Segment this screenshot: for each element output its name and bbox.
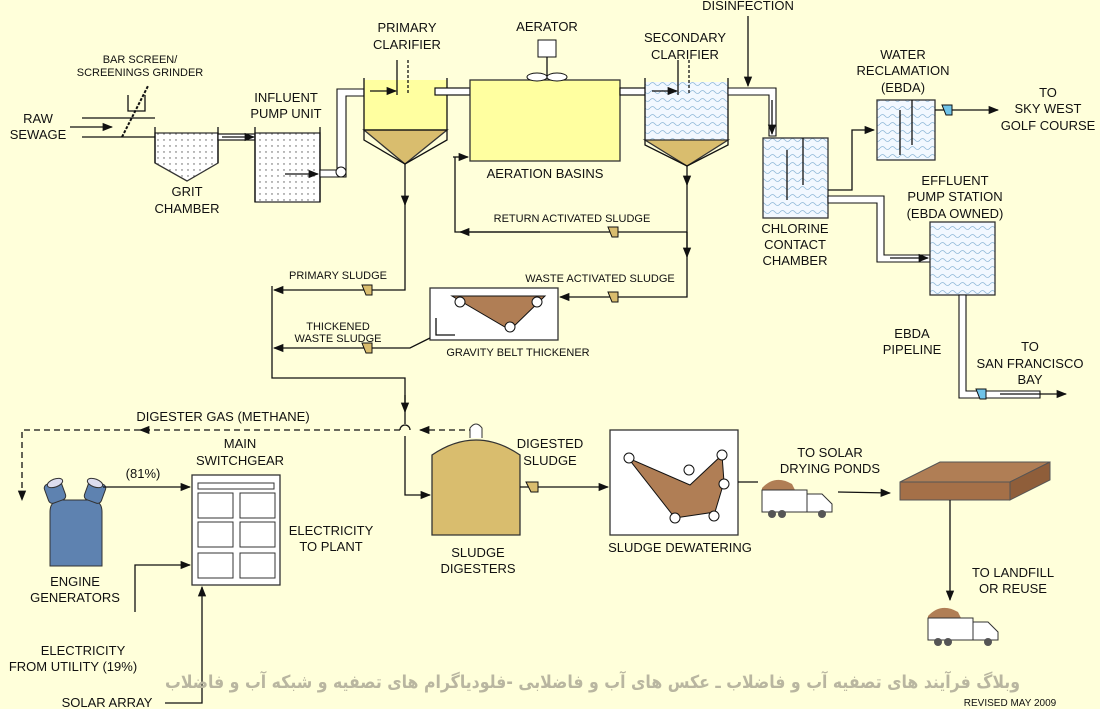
- pipe: [727, 87, 777, 137]
- primary-clarifier-label: PRIMARY: [378, 20, 437, 35]
- influent-pump-label: INFLUENT: [254, 90, 318, 105]
- truck-icon: [761, 479, 833, 518]
- pump-icon: [361, 284, 373, 296]
- pipe: [958, 294, 1041, 399]
- electricity-utility-label-2: FROM UTILITY (19%): [9, 659, 137, 674]
- aerator: AERATOR: [516, 19, 578, 82]
- ebda-pipeline-label: EBDA: [894, 326, 930, 341]
- influent-pump-unit: INFLUENT PUMP UNIT: [250, 90, 322, 203]
- pump-icon: [361, 342, 373, 354]
- thickened-sludge-label-2: WASTE SLUDGE: [295, 333, 382, 345]
- waste-sludge-label: WASTE ACTIVATED SLUDGE: [525, 273, 675, 285]
- electricity-utility-label: ELECTRICITY: [41, 643, 126, 658]
- effluent-pump-label-2: PUMP STATION: [907, 189, 1002, 204]
- truck-icon: [927, 607, 999, 646]
- bar-screen: BAR SCREEN/ SCREENINGS GRINDER: [77, 54, 204, 138]
- influent-pump-label-2: PUMP UNIT: [250, 106, 321, 121]
- bar-screen-label: BAR SCREEN/: [103, 54, 179, 66]
- engine-generators-label: ENGINE: [50, 574, 100, 589]
- pump-icon: [607, 226, 619, 238]
- aeration-basins-label: AERATION BASINS: [487, 166, 604, 181]
- secondary-clarifier-label: SECONDARY: [644, 30, 726, 45]
- electricity-plant-label: ELECTRICITY: [289, 523, 374, 538]
- disinfection-label: DISINFECTION: [702, 0, 794, 13]
- sky-west-label-2: SKY WEST: [1015, 101, 1082, 116]
- pump-icon: [941, 104, 953, 116]
- sky-west-label-3: GOLF COURSE: [1001, 118, 1096, 133]
- landfill-label: TO LANDFILL: [972, 565, 1054, 580]
- electricity-plant-label-2: TO PLANT: [299, 539, 362, 554]
- digested-sludge-label: DIGESTED: [517, 436, 583, 451]
- main-switchgear: MAIN SWITCHGEAR: [191, 436, 284, 586]
- water-reclamation-label: WATER: [880, 47, 926, 62]
- sludge-digesters-label-2: DIGESTERS: [440, 561, 515, 576]
- main-switchgear-label-2: SWITCHGEAR: [196, 453, 284, 468]
- solar-drying-label-2: DRYING PONDS: [780, 461, 880, 476]
- solar-drying-pond: [899, 461, 1051, 501]
- engine-generators: ENGINE GENERATORS: [30, 477, 120, 605]
- effluent-pump-label-3: (EBDA OWNED): [907, 206, 1004, 221]
- main-switchgear-label: MAIN: [224, 436, 257, 451]
- sludge-dewatering-label: SLUDGE DEWATERING: [608, 540, 752, 555]
- sf-bay-label-3: BAY: [1017, 372, 1042, 387]
- sky-west-label: TO: [1039, 85, 1057, 100]
- thickened-sludge-label: THICKENED: [306, 321, 370, 333]
- effluent-pump-label: EFFLUENT: [921, 173, 988, 188]
- return-sludge-label: RETURN ACTIVATED SLUDGE: [494, 213, 651, 225]
- primary-sludge-label: PRIMARY SLUDGE: [289, 270, 387, 282]
- secondary-clarifier-label-2: CLARIFIER: [651, 47, 719, 62]
- generator-share-label: (81%): [126, 466, 161, 481]
- watermark: وبلاگ فرآیند های تصفیه آب و فاضلاب ـ عکس…: [165, 670, 1020, 693]
- raw-sewage-label-2: SEWAGE: [10, 127, 67, 142]
- pump-icon: [975, 388, 987, 400]
- pipe: [319, 88, 365, 178]
- aeration-basins: AERATION BASINS: [469, 79, 621, 181]
- sludge-dewatering: SLUDGE DEWATERING: [608, 429, 752, 555]
- ebda-pipeline-label-2: PIPELINE: [883, 342, 942, 357]
- water-reclamation: WATER RECLAMATION (EBDA): [857, 47, 950, 161]
- effluent-pump-station: EFFLUENT PUMP STATION (EBDA OWNED): [907, 173, 1004, 296]
- grit-chamber: GRIT CHAMBER: [154, 127, 220, 216]
- grit-chamber-label: GRIT: [171, 184, 202, 199]
- raw-sewage-label: RAW: [23, 111, 54, 126]
- aerator-label: AERATOR: [516, 19, 578, 34]
- pump-icon: [525, 481, 539, 493]
- digested-sludge-label-2: SLUDGE: [523, 453, 577, 468]
- sludge-digesters-label: SLUDGE: [451, 545, 505, 560]
- grit-chamber-label-2: CHAMBER: [154, 201, 219, 216]
- gravity-belt-label: GRAVITY BELT THICKENER: [446, 347, 589, 359]
- chlorine-contact-chamber: CHLORINE CONTACT CHAMBER: [761, 137, 829, 268]
- raw-sewage-inlet: RAW SEWAGE: [10, 111, 155, 142]
- solar-array-label: SOLAR ARRAY: [62, 695, 153, 709]
- sf-bay-label-2: SAN FRANCISCO: [977, 356, 1084, 371]
- sludge-digesters: SLUDGE DIGESTERS: [431, 423, 521, 576]
- revision-date: REVISED MAY 2009: [964, 698, 1057, 709]
- engine-generators-label-2: GENERATORS: [30, 590, 120, 605]
- bar-screen-label-2: SCREENINGS GRINDER: [77, 67, 204, 79]
- gravity-belt-thickener: GRAVITY BELT THICKENER: [429, 287, 590, 359]
- primary-clarifier: PRIMARY CLARIFIER: [362, 20, 449, 165]
- chlorine-contact-label: CHLORINE: [761, 221, 829, 236]
- chlorine-contact-label-3: CHAMBER: [762, 253, 827, 268]
- sf-bay-label: TO: [1021, 339, 1039, 354]
- pipe: [434, 87, 471, 96]
- chlorine-contact-label-2: CONTACT: [764, 237, 826, 252]
- secondary-clarifier: SECONDARY CLARIFIER: [642, 30, 731, 167]
- primary-clarifier-label-2: CLARIFIER: [373, 37, 441, 52]
- digester-gas-label: DIGESTER GAS (METHANE): [136, 409, 309, 424]
- solar-drying-label: TO SOLAR: [797, 445, 863, 460]
- water-reclamation-label-2: RECLAMATION: [857, 63, 950, 78]
- landfill-label-2: OR REUSE: [979, 581, 1047, 596]
- pump-icon: [607, 291, 619, 303]
- water-reclamation-label-3: (EBDA): [881, 80, 925, 95]
